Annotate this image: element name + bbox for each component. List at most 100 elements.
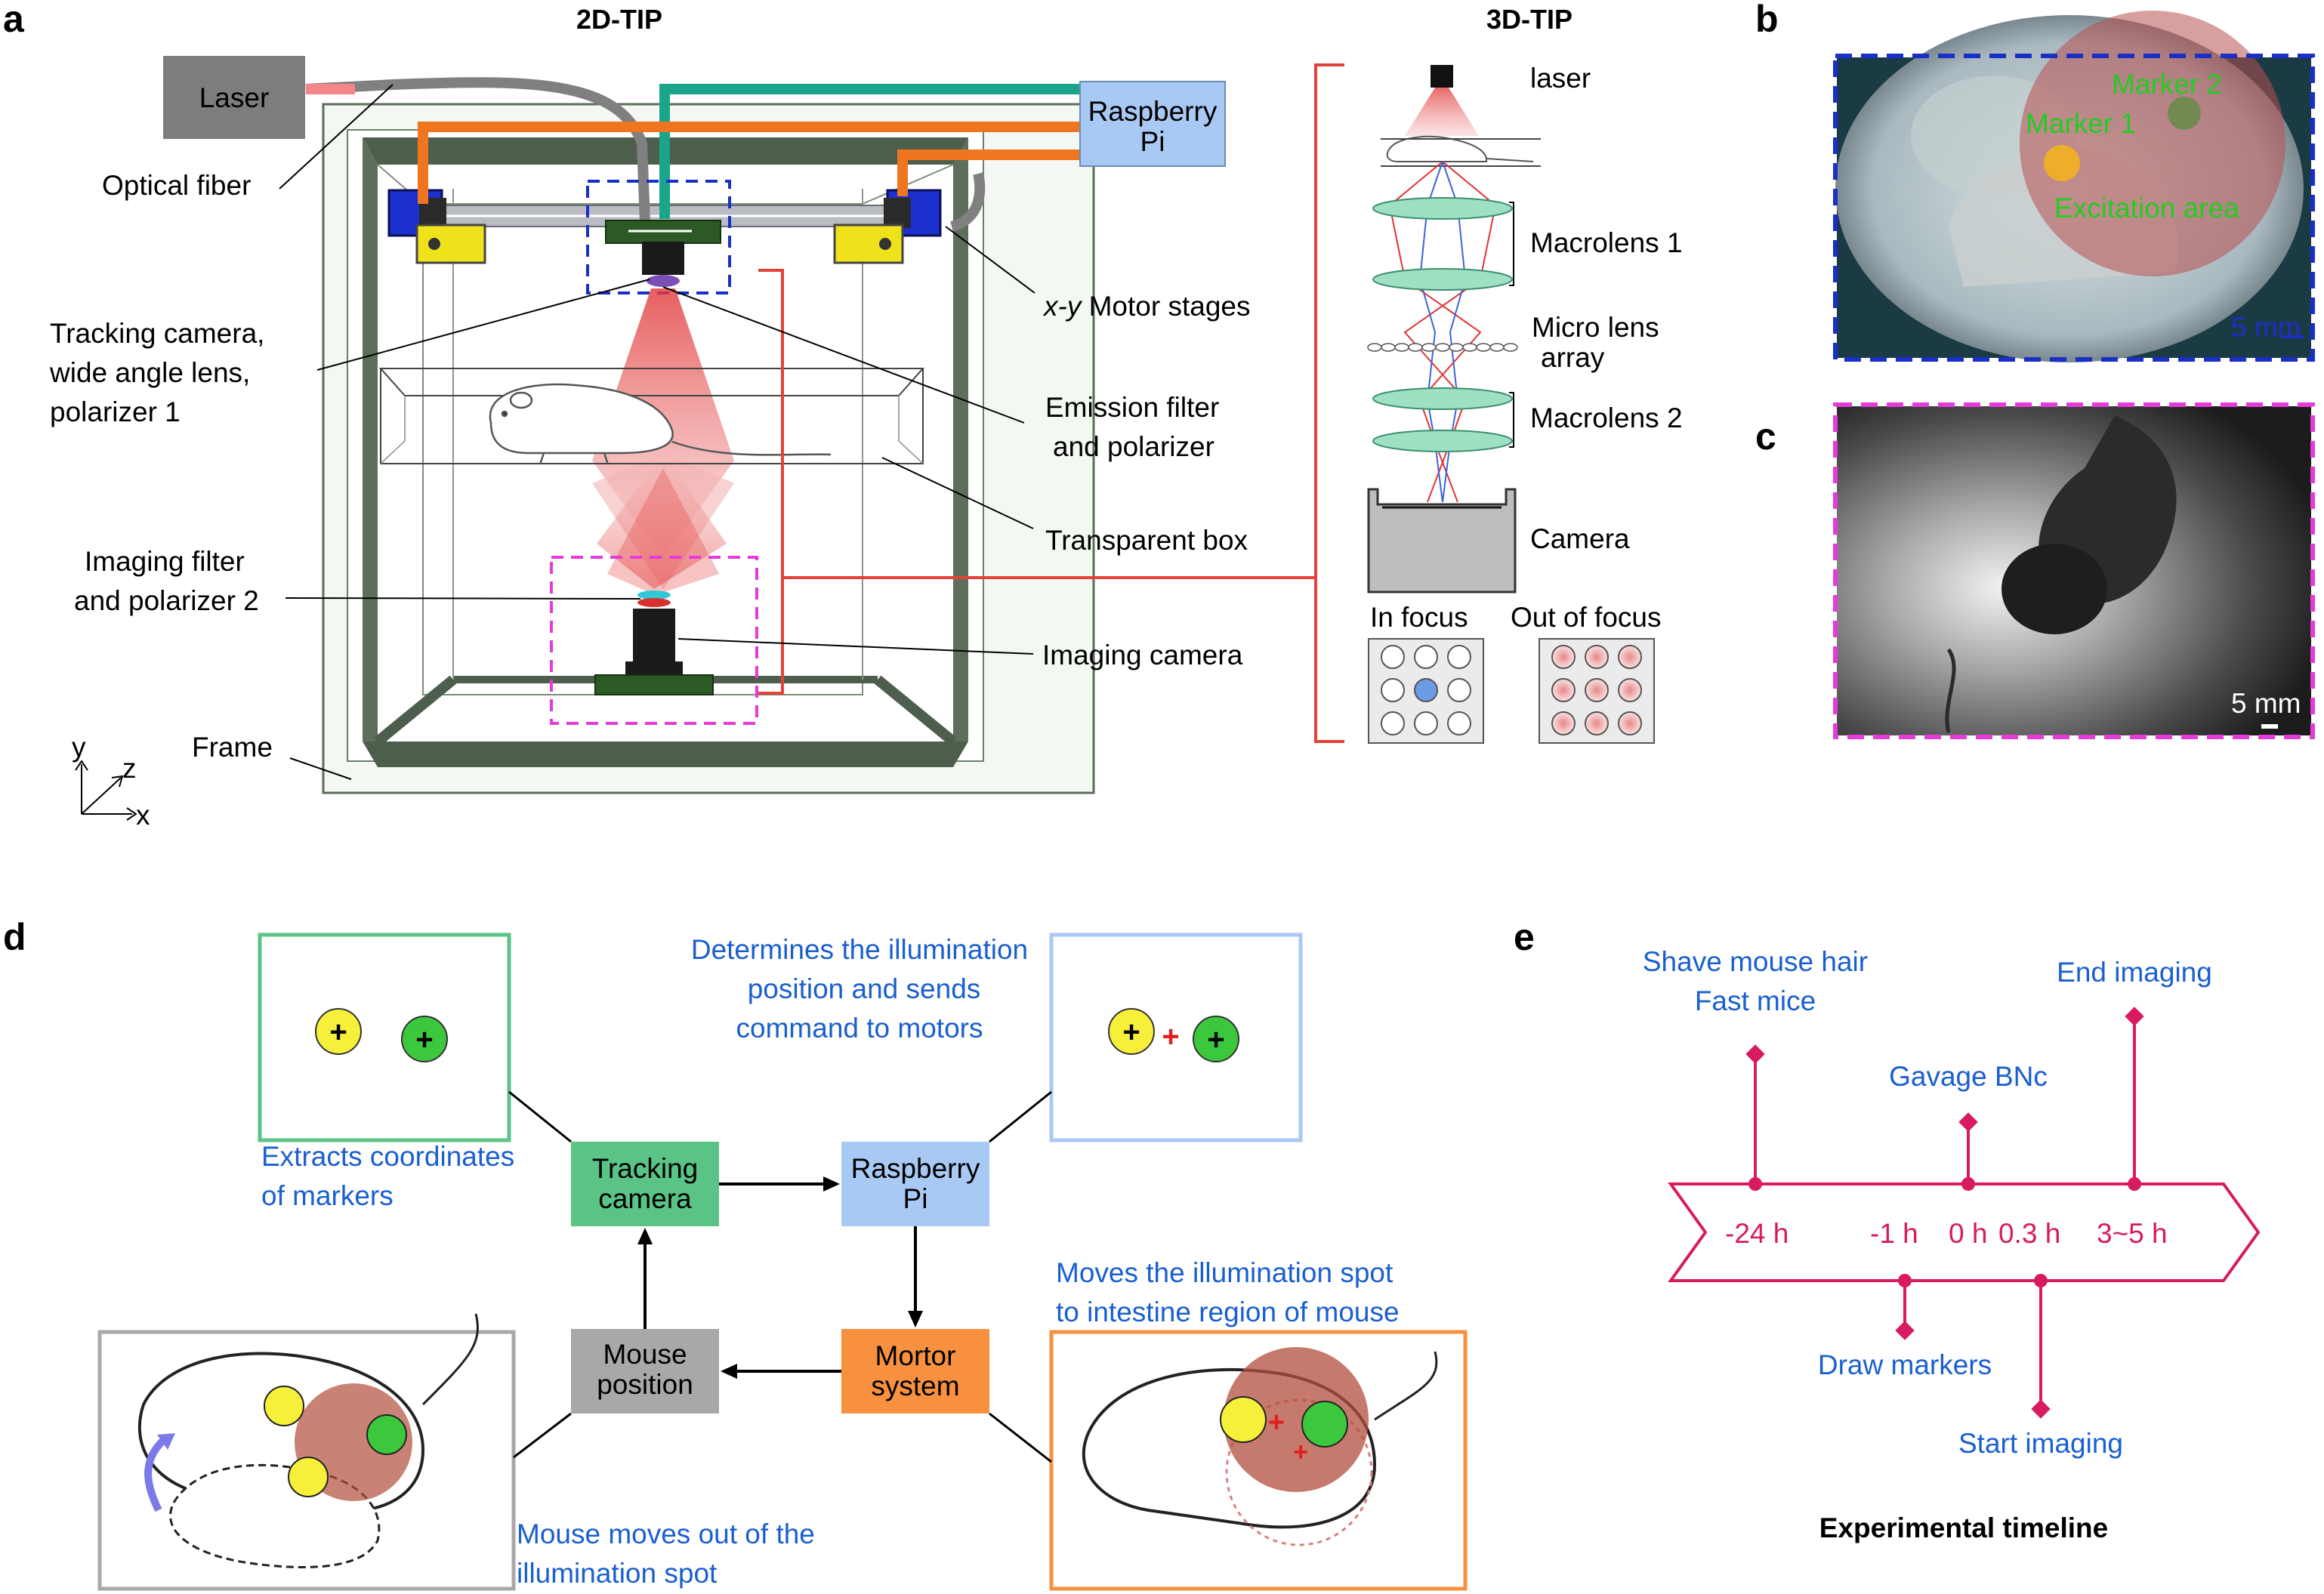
heading-2d-tip: 2D-TIP — [576, 4, 662, 35]
mouse-position-node: Mouse position — [571, 1329, 719, 1414]
raspberry-box-line1: Raspberry — [1088, 96, 1218, 127]
mouse-pos-node-line1: Mouse — [603, 1339, 687, 1370]
connector-lines-d — [508, 1090, 1052, 1463]
panel-b-photo — [1833, 11, 2315, 362]
label-marker-2: Marker 2 — [2112, 69, 2222, 100]
tracking-node-line1: Tracking — [592, 1153, 699, 1184]
label-frame: Frame — [192, 732, 273, 763]
label-marker-1: Marker 1 — [2026, 108, 2136, 139]
panel-c-scale-label: 5 mm — [2231, 688, 2301, 719]
tick-3: 0.3 h — [1998, 1218, 2060, 1249]
marker-2-dot — [2168, 97, 2201, 130]
laser-box-label: Laser — [199, 82, 270, 113]
label-determines-3: command to motors — [736, 1013, 983, 1044]
label-extracts-1: Extracts coordinates — [261, 1141, 514, 1172]
label-imaging-filter-2: and polarizer 2 — [74, 585, 259, 616]
orange-cable-right — [897, 150, 1080, 196]
label-moves-1: Moves the illumination spot — [1056, 1257, 1393, 1288]
emission-beam-lower — [607, 468, 719, 595]
panel-c-photo — [1833, 402, 2315, 739]
tracking-camera-node: Tracking camera — [571, 1142, 719, 1226]
orange-cable-left — [418, 122, 1080, 204]
label-micro-lens-1: Micro lens — [1532, 312, 1659, 343]
markers-view-box: + + — [258, 933, 511, 1142]
label-imaging-filter-1: Imaging filter — [85, 546, 245, 577]
axis-z-label: z — [122, 753, 137, 784]
panel-letter-b: b — [1755, 0, 1779, 40]
svg-text:+: + — [1122, 1016, 1140, 1049]
label-out-of-focus: Out of focus — [1511, 602, 1662, 633]
timeline-arrow — [1668, 1182, 2261, 1282]
raspberry-pi-box: Raspberry Pi — [1079, 81, 1226, 167]
label-mouse-moves-1: Mouse moves out of the — [517, 1518, 815, 1549]
teal-cable — [659, 84, 1080, 219]
marker-1-dot — [2044, 145, 2080, 181]
axis-x-label: x — [136, 800, 150, 831]
svg-text:+: + — [1207, 1023, 1224, 1056]
label-shave-2: Fast mice — [1695, 985, 1816, 1016]
label-macrolens-1: Macrolens 1 — [1530, 227, 1683, 258]
right-motor-stage — [833, 189, 942, 264]
motor-system-node: Mortor system — [841, 1329, 989, 1414]
panel-letter-e: e — [1514, 916, 1535, 958]
label-mouse-moves-2: illumination spot — [517, 1558, 718, 1589]
label-emission-filter-2: and polarizer — [1053, 431, 1214, 462]
mouse-in-box — [489, 383, 832, 465]
label-determines-1: Determines the illumination — [691, 934, 1028, 965]
motor-node-line2: system — [871, 1370, 959, 1401]
label-xy-motor-stages: x-y Motor stages — [1042, 291, 1250, 322]
label-excitation-area: Excitation area — [2054, 193, 2239, 224]
label-tracking-camera-1: Tracking camera, — [50, 318, 264, 349]
tracking-node-line2: camera — [598, 1183, 692, 1214]
laser-box: Laser — [163, 56, 305, 139]
label-tracking-camera-3: polarizer 1 — [50, 396, 181, 427]
label-gavage: Gavage BNc — [1889, 1061, 2048, 1092]
motor-node-line1: Mortor — [875, 1340, 956, 1371]
svg-text:+: + — [1162, 1020, 1179, 1053]
excitation-area-circle — [2020, 11, 2285, 276]
panel-letter-a: a — [3, 0, 25, 40]
illumination-position-box: + + + — [1049, 933, 1303, 1142]
panel-b-scale-label: 5 mm — [2231, 312, 2301, 343]
label-end-imaging: End imaging — [2057, 957, 2212, 988]
tick-1: -1 h — [1870, 1218, 1918, 1249]
svg-text:+: + — [329, 1016, 347, 1049]
label-moves-2: to intestine region of mouse — [1056, 1296, 1400, 1327]
label-macrolens-2: Macrolens 2 — [1530, 402, 1683, 433]
label-optical-fiber: Optical fiber — [102, 170, 251, 201]
panel-letter-d: d — [3, 916, 26, 958]
tick-2: 0 h — [1949, 1218, 1987, 1249]
label-transparent-box: Transparent box — [1045, 525, 1248, 556]
tip-3d-bracket — [1314, 63, 1344, 743]
tick-4: 3~5 h — [2097, 1218, 2168, 1249]
label-3d-laser: laser — [1530, 63, 1591, 94]
label-extracts-2: of markers — [261, 1180, 394, 1211]
tip-connector-bracket — [758, 269, 784, 695]
right-motor-cable — [949, 172, 986, 232]
svg-text:+: + — [1293, 1438, 1308, 1466]
label-start-imaging: Start imaging — [1958, 1428, 2123, 1459]
imaging-camera — [550, 556, 758, 725]
label-micro-lens-2: array — [1541, 342, 1605, 373]
transparent-box — [378, 368, 925, 464]
label-3d-camera: Camera — [1530, 523, 1630, 554]
leader-lines — [279, 84, 1035, 780]
mouse-moved-box — [97, 1313, 516, 1591]
mouse-pos-node-line2: position — [597, 1369, 693, 1400]
label-in-focus: In focus — [1370, 602, 1468, 633]
panel-letter-c: c — [1755, 415, 1776, 458]
svg-text:+: + — [1268, 1407, 1285, 1438]
raspberry-node-line1: Raspberry — [851, 1153, 980, 1184]
label-determines-2: position and sends — [748, 973, 981, 1004]
tick-0: -24 h — [1725, 1218, 1789, 1249]
heading-3d-tip: 3D-TIP — [1486, 4, 1572, 35]
raspberry-box-line2: Pi — [1140, 126, 1165, 157]
label-emission-filter-1: Emission filter — [1045, 392, 1219, 423]
svg-text:+: + — [415, 1023, 433, 1056]
label-tracking-camera-2: wide angle lens, — [49, 357, 250, 388]
spot-moved-box: + + — [1049, 1330, 1468, 1591]
timeline-ticks: -24 h -1 h 0 h 0.3 h 3~5 h — [1725, 1218, 2168, 1249]
flow-arrows — [637, 1176, 923, 1379]
